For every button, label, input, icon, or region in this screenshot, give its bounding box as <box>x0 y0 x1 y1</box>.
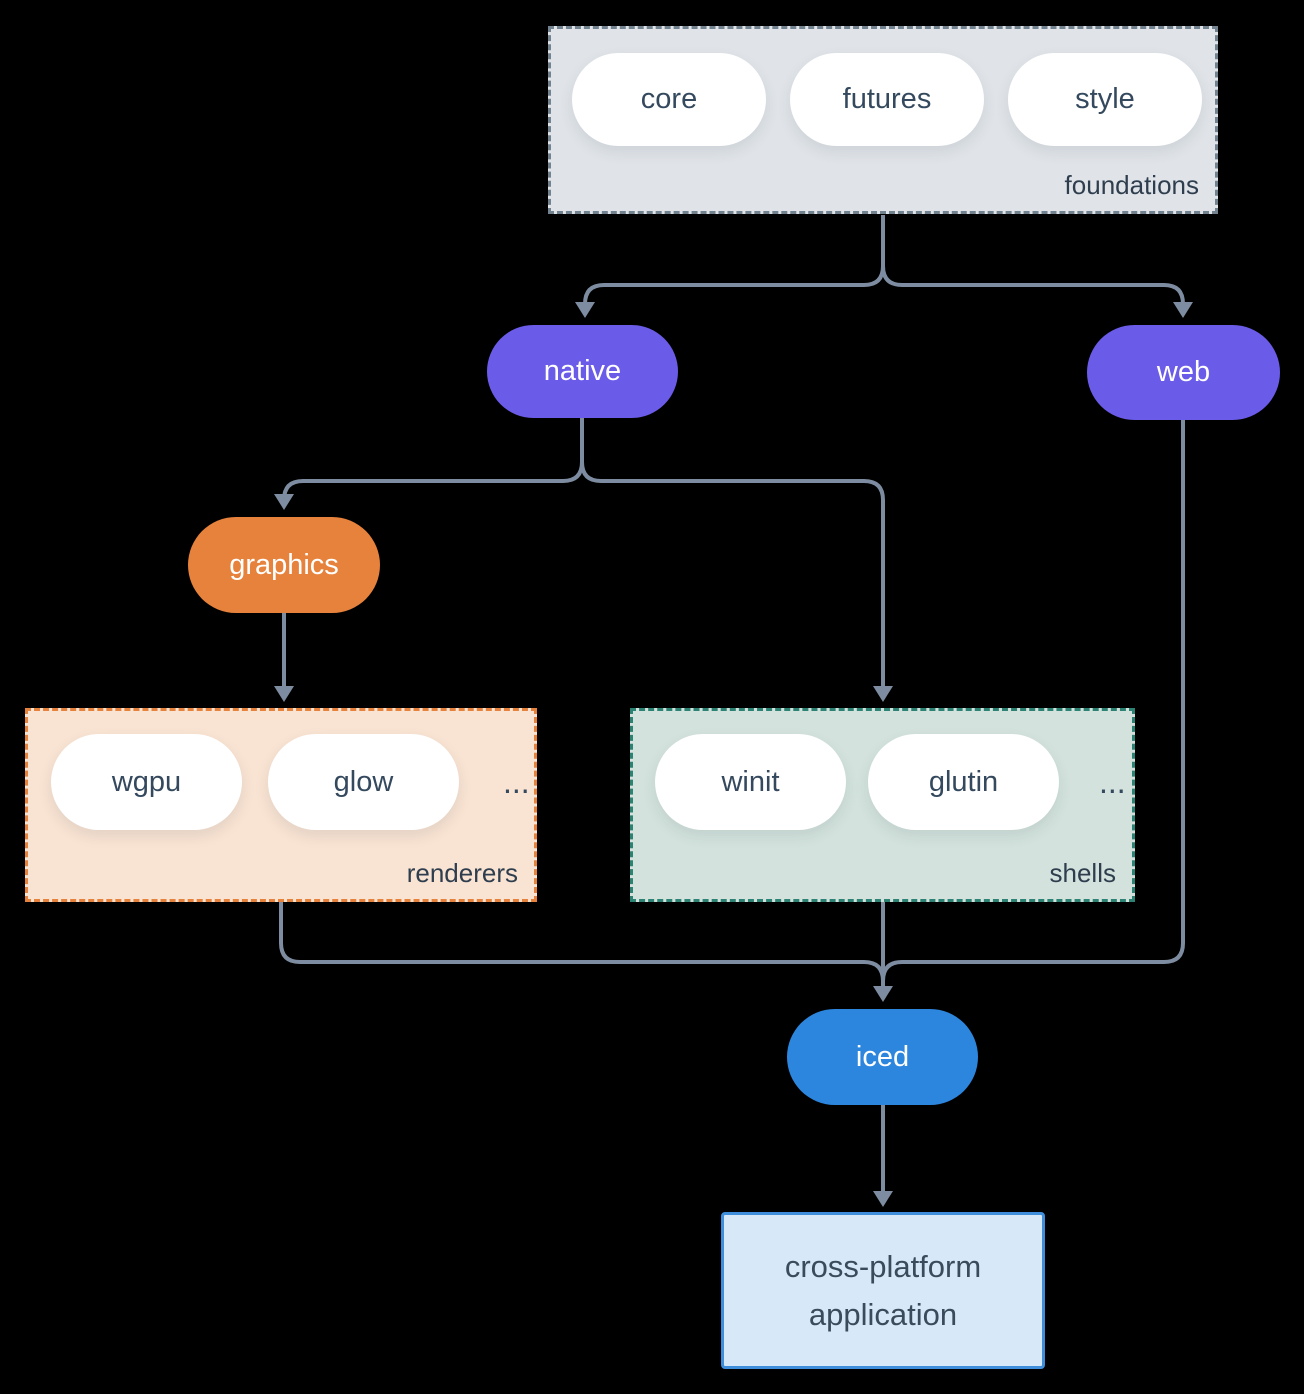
node-native: native <box>487 325 678 418</box>
node-glow: glow <box>268 734 459 830</box>
arrowhead-into-application <box>873 1191 893 1207</box>
arrowhead-into-native <box>575 302 595 318</box>
foundations-label: foundations <box>1064 170 1199 200</box>
arrowhead-into-web <box>1173 302 1193 318</box>
node-winit: winit <box>655 734 846 830</box>
edge-foundations-native <box>583 265 885 314</box>
node-iced: iced <box>787 1009 978 1105</box>
node-style: style <box>1008 53 1202 146</box>
node-cross-platform-application: cross-platform application <box>721 1212 1045 1369</box>
renderers-label: renderers <box>406 858 518 888</box>
edge-native-graphics <box>282 461 584 506</box>
renderers-pill-row: wgpu glow ... <box>28 711 534 830</box>
foundations-pill-row: core futures style <box>551 29 1215 146</box>
arrowhead-into-graphics <box>274 494 294 510</box>
node-web: web <box>1087 325 1280 420</box>
node-core: core <box>572 53 766 146</box>
edge-foundations-web <box>881 265 1185 314</box>
shells-label: shells <box>1049 858 1116 888</box>
node-futures: futures <box>790 53 984 146</box>
group-shells: winit glutin ... shells <box>630 708 1135 902</box>
arrowhead-into-renderers <box>274 686 294 702</box>
renderers-ellipsis: ... <box>503 763 530 800</box>
shells-ellipsis: ... <box>1099 763 1126 800</box>
arrowhead-into-iced <box>873 986 893 1002</box>
edge-renderers-iced <box>279 902 885 982</box>
edge-web-iced <box>881 420 1185 982</box>
node-wgpu: wgpu <box>51 734 242 830</box>
group-renderers: wgpu glow ... renderers <box>25 708 537 902</box>
node-graphics: graphics <box>188 517 380 613</box>
node-glutin: glutin <box>868 734 1059 830</box>
arrowhead-into-shells <box>873 686 893 702</box>
edge-native-shells <box>580 461 885 694</box>
shells-pill-row: winit glutin ... <box>633 711 1132 830</box>
group-foundations: core futures style foundations <box>548 26 1218 214</box>
